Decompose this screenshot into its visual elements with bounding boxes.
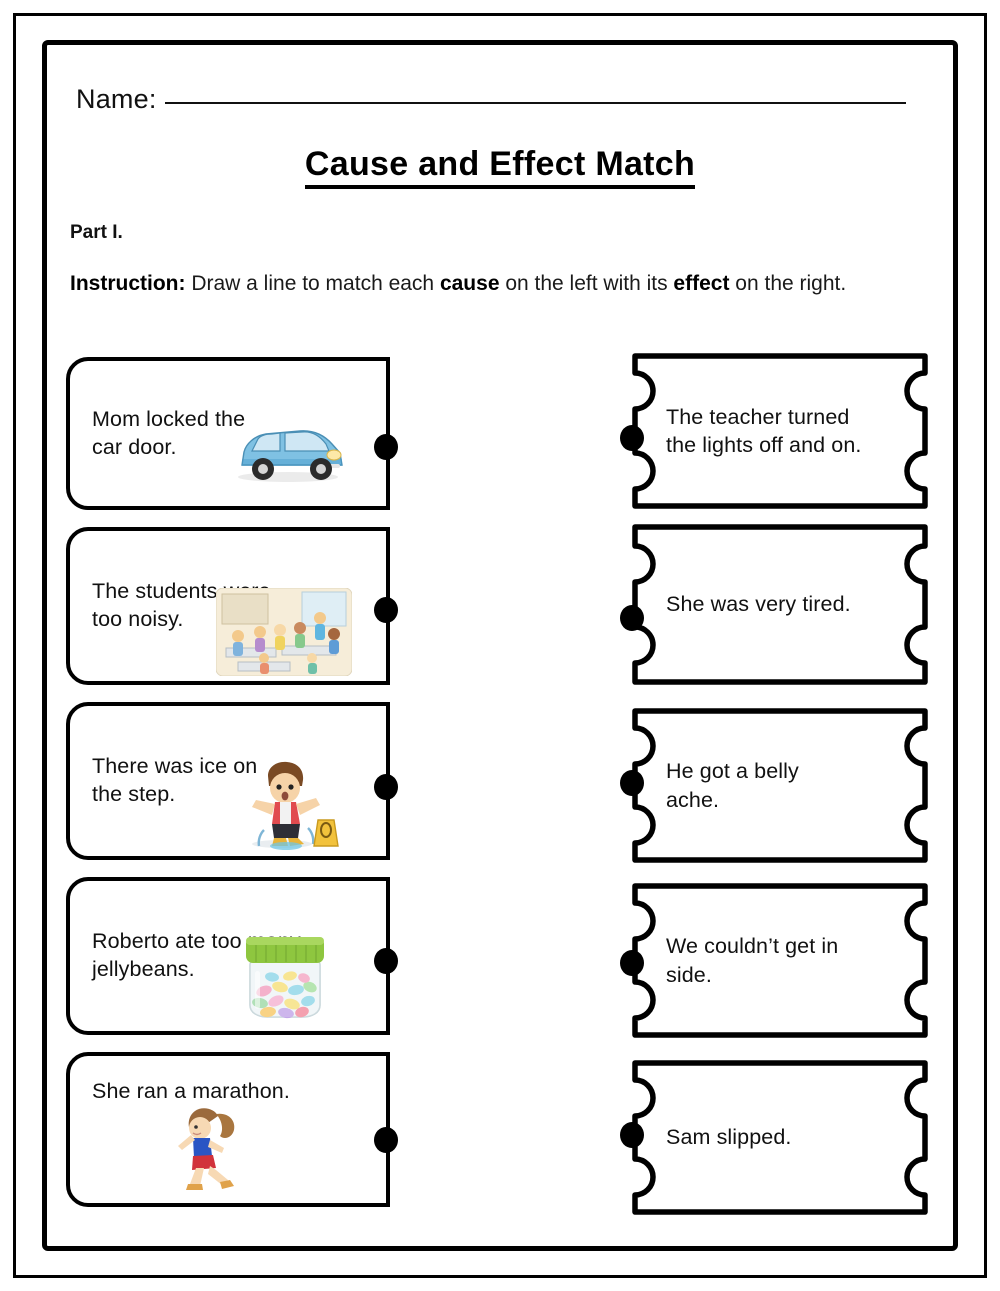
effect-card-4-text: We couldn’t get in side.	[666, 934, 839, 987]
cause-card-5[interactable]: She ran a marathon.	[66, 1052, 390, 1207]
instruction-bold-effect: effect	[673, 272, 730, 295]
connector-dot-cause-3[interactable]	[374, 774, 398, 800]
name-row: Name:	[76, 84, 906, 115]
effect-card-3[interactable]: He got a belly ache.	[632, 708, 928, 863]
noisy-classroom-icon	[216, 588, 352, 676]
instruction-segment-1: Draw a line to match each	[185, 272, 440, 295]
blue-car-icon	[238, 430, 343, 482]
match-area: Mom locked the car door.	[0, 353, 1000, 1227]
match-row: Mom locked the car door.	[0, 353, 1000, 512]
page-border-outer	[13, 13, 987, 1278]
cause-card-3-text: There was ice on the step.	[92, 754, 258, 806]
effect-card-1[interactable]: The teacher turned the lights off and on…	[632, 353, 928, 509]
effect-card-2-text: She was very tired.	[666, 592, 851, 617]
effect-card-5[interactable]: Sam slipped.	[632, 1060, 928, 1215]
page-title: Cause and Effect Match	[0, 145, 1000, 189]
effect-card-3-text: He got a belly ache.	[666, 759, 799, 812]
cause-card-5-body: She ran a marathon.	[92, 1078, 370, 1106]
match-row: She ran a marathon.	[0, 1052, 1000, 1215]
connector-dot-effect-3[interactable]	[620, 770, 644, 796]
connector-dot-effect-1[interactable]	[620, 425, 644, 451]
connector-dot-cause-5[interactable]	[374, 1127, 398, 1153]
connector-dot-cause-1[interactable]	[374, 434, 398, 460]
name-label: Name:	[76, 84, 157, 114]
cause-card-1[interactable]: Mom locked the car door.	[66, 357, 390, 510]
cause-card-5-text: She ran a marathon.	[92, 1079, 290, 1103]
instruction-segment-2: on the left with its	[499, 272, 674, 295]
effect-card-4[interactable]: We couldn’t get in side.	[632, 883, 928, 1038]
cause-card-1-text: Mom locked the car door.	[92, 406, 246, 459]
connector-dot-effect-5[interactable]	[620, 1122, 644, 1148]
cause-card-4[interactable]: Roberto ate too many jellybeans.	[66, 877, 390, 1035]
effect-card-1-text: The teacher turned the lights off and on…	[666, 404, 862, 457]
cause-card-3[interactable]: There was ice on the step.	[66, 702, 390, 860]
match-row: The students were too noisy.	[0, 524, 1000, 687]
name-input-line[interactable]	[164, 102, 906, 104]
boy-slipping-icon	[252, 761, 339, 850]
instruction-segment-3: on the right.	[729, 272, 847, 295]
instruction-bold-cause: cause	[439, 272, 500, 295]
jellybean-jar-icon	[246, 937, 324, 1019]
instruction-text: Instruction: Draw a line to match each c…	[70, 268, 900, 301]
cause-card-3-body: There was ice on the step.	[92, 753, 370, 809]
page-title-text: Cause and Effect Match	[304, 145, 696, 189]
instruction-prefix: Instruction:	[70, 272, 186, 295]
part-label: Part I.	[70, 222, 123, 243]
connector-dot-effect-2[interactable]	[620, 605, 644, 631]
cause-card-1-body: Mom locked the car door.	[92, 406, 370, 462]
match-row: There was ice on the step.	[0, 702, 1000, 863]
page-border-inner	[42, 40, 958, 1251]
connector-dot-cause-4[interactable]	[374, 948, 398, 974]
connector-dot-cause-2[interactable]	[374, 597, 398, 623]
effect-card-5-text: Sam slipped.	[666, 1125, 792, 1150]
cause-card-2[interactable]: The students were too noisy.	[66, 527, 390, 685]
running-girl-icon	[178, 1108, 235, 1190]
match-row: Roberto ate too many jellybeans.	[0, 877, 1000, 1038]
connector-dot-effect-4[interactable]	[620, 950, 644, 976]
effect-card-2[interactable]: She was very tired.	[632, 524, 928, 685]
